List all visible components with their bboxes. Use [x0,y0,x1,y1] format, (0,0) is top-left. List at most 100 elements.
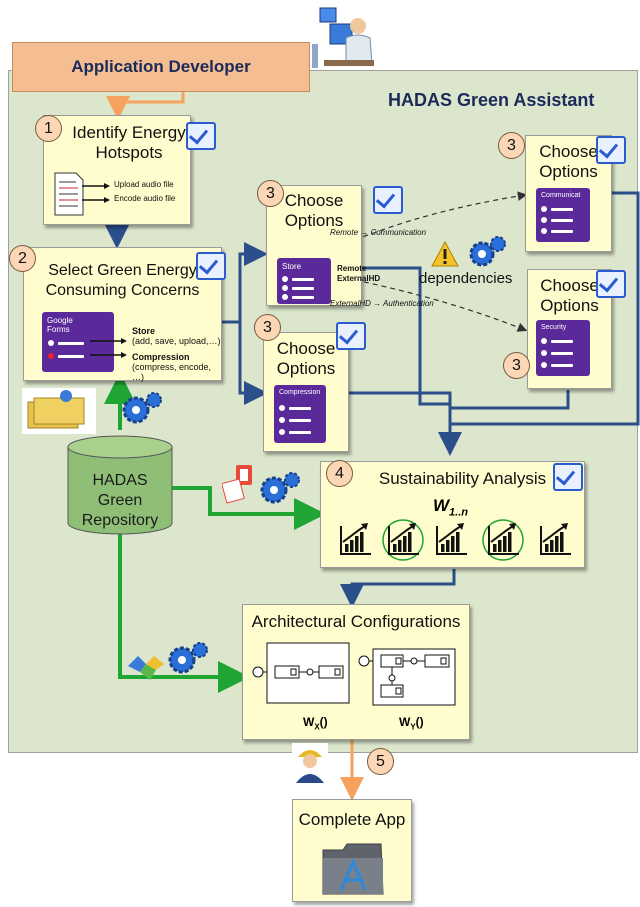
config-y-sub: Y [410,722,416,732]
store-form-label: Store [282,262,302,271]
form-radio [541,350,547,356]
hotspot-item-encode: Encode audio file [114,194,176,203]
compression-options-title-line2: Options [276,359,336,378]
config-y-suffix: () [415,715,424,729]
green-repository: HADAS Green Repository [67,435,173,535]
form-line [551,208,573,211]
compression-options-title-line1: Choose [276,339,336,358]
form-line [292,287,314,290]
form-radio [282,294,288,300]
chart-icon [436,523,467,555]
form-line [289,431,311,434]
form-radio [279,417,285,423]
checklist-icon [373,186,403,214]
compression-form-label: Compression [279,389,321,396]
gears-icon [168,642,208,674]
form-line [58,355,84,358]
form-radio [279,405,285,411]
weights-main: W [433,496,450,515]
selected-chart-icon [382,519,424,561]
architecture-title: Architectural Configurations [251,612,461,631]
google-forms-label: Google Forms [47,316,73,334]
choose-options-security-box: Choose Options Security [527,269,612,389]
choose-options-compression-box: Choose Options Compression [263,332,349,452]
communication-options-title-line1: Choose [539,142,598,161]
checklist-icon [596,270,626,298]
repository-label-line1: HADAS [92,472,148,489]
step5-number-badge: 5 [367,748,394,775]
identify-energy-hotspots-box: Identify Energy Hotspots Upload audio fi… [43,115,191,225]
form-line [551,364,573,367]
step1-number-badge: 1 [35,115,62,142]
form-line [551,230,573,233]
communication-form-label: Communicat [541,192,581,199]
security-form-card: Security [536,320,590,376]
puzzle-icon [128,656,164,680]
select-concerns-box: Select Green Energy Consuming Concerns G… [23,247,222,382]
store-options-title-line1: Choose [284,191,344,210]
google-forms-label-line1: Google [47,316,73,325]
application-developer-label: Application Developer [71,57,251,76]
step1-title: Identify Energy Hotspots [72,123,186,163]
step2-number-badge: 2 [9,245,36,272]
form-line [292,278,314,281]
concern-arrows [90,338,127,358]
google-forms-card: Google Forms [42,312,114,372]
dependencies-label: dependencies [419,270,513,287]
energy-meter-icon [222,465,252,504]
form-radio [541,228,547,234]
store-options-title: Choose Options [267,191,361,231]
compression-form-card: Compression [274,385,326,443]
application-developer-banner: Application Developer [12,42,310,92]
store-form-card: Store [277,258,331,304]
architectural-configurations-box: Architectural Configurations WX() WY() [242,604,470,740]
form-checkbox-1 [48,340,54,346]
form-line [292,296,314,299]
communication-form-card: Communicat [536,188,590,242]
weights-sub: 1..n [449,506,468,519]
config-y-main: W [399,715,411,729]
concern-compression-detail: (compress, encode, …) [132,362,212,382]
repository-cylinder [67,435,173,535]
form-line [289,407,311,410]
step1-title-line2: Hotspots [95,143,163,162]
form-line [551,219,573,222]
step2-title-line1: Select Green Energy [48,262,197,279]
choose-options-communication-box: Choose Options Communicat [525,135,612,252]
step1-title-line1: Identify Energy [72,123,186,142]
form-line [58,342,84,345]
assistant-title: HADAS Green Assistant [388,90,595,110]
form-radio [282,285,288,291]
step2-title: Select Green Energy Consuming Concerns [24,261,221,301]
google-forms-label-line2: Forms [47,325,70,334]
chart-icon [540,523,571,555]
communication-options-title-line2: Options [539,162,598,181]
sustainability-title: Sustainability Analysis [378,469,547,488]
checklist-icon [553,463,583,491]
selected-chart-icon [482,519,524,561]
developer-at-computer-icon [312,7,374,68]
form-radio [541,362,547,368]
form-radio [279,429,285,435]
concern-compression-name: Compression [132,352,190,362]
repository-label-line3: Repository [81,512,159,529]
form-radio [282,276,288,282]
checklist-icon [196,252,226,280]
store-option-remote: Remote [337,264,367,273]
app-folder-icon [322,843,384,895]
complete-app-title: Complete App [298,810,406,829]
config-x-main: W [303,715,315,729]
warning-icon [431,240,459,267]
security-form-label: Security [541,324,567,331]
form-radio [541,206,547,212]
choose-options-store-box: Choose Options Store Remote ExternalHD [266,185,380,306]
component-diagrams [252,642,456,706]
concern-store-detail: (add, save, upload,…) [132,336,221,346]
step3-security-number-badge: 3 [503,352,530,379]
communication-options-title: Choose Options [526,142,611,182]
checklist-icon [596,136,626,164]
step3-compression-number-badge: 3 [254,314,281,341]
form-radio [541,338,547,344]
concern-store: Store (add, save, upload,…) [132,326,221,346]
